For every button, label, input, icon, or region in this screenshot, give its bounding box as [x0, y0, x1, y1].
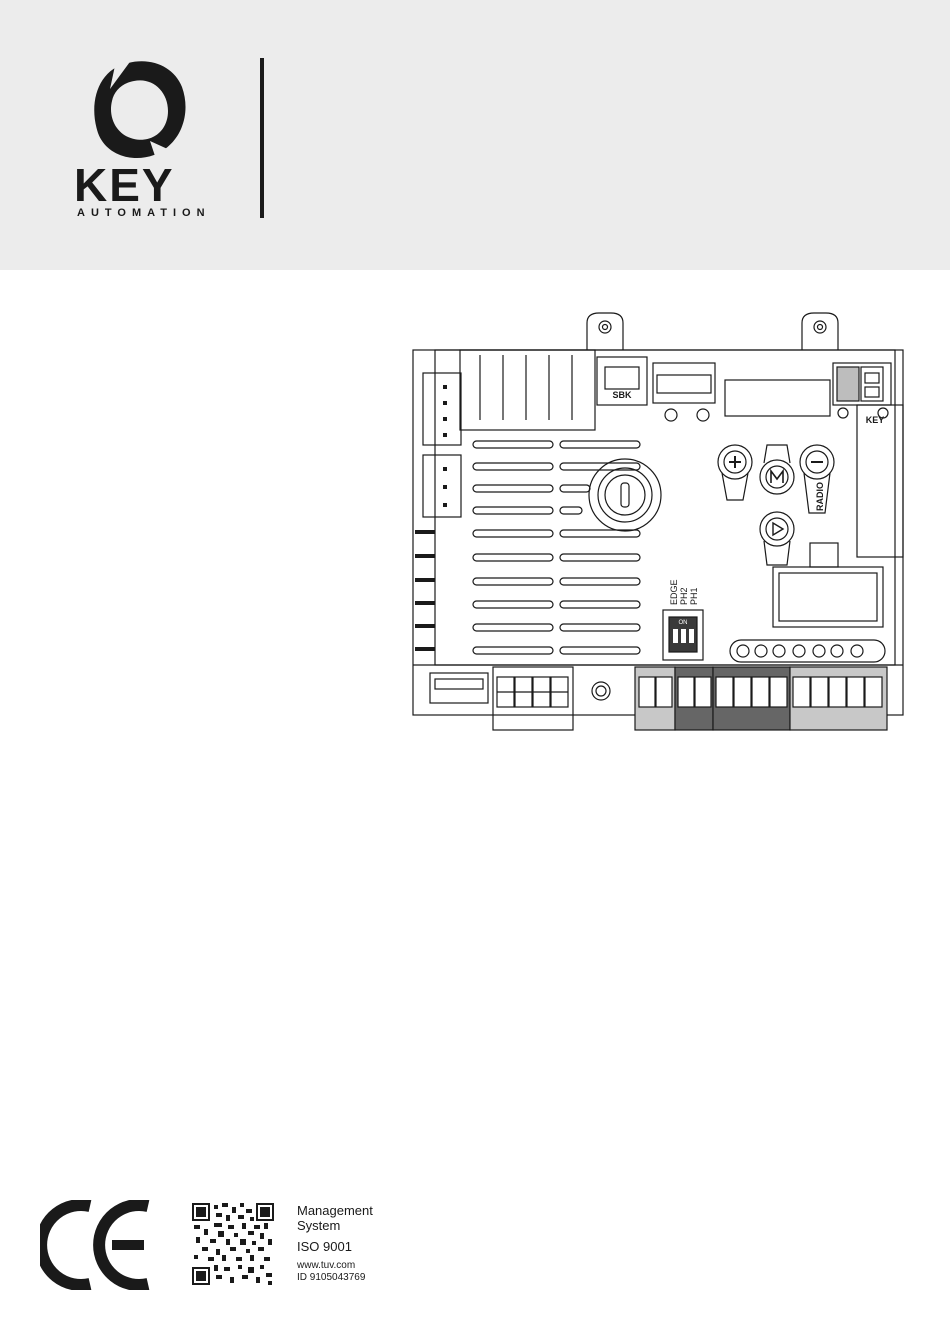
top-connector	[653, 363, 715, 421]
cert-line-iso: ISO 9001	[297, 1239, 373, 1254]
play-button-icon	[760, 512, 794, 565]
header-band: KEY AUTOMATION	[0, 0, 950, 270]
dip-edge-label: EDGE	[669, 579, 679, 605]
cert-id: ID 9105043769	[297, 1272, 373, 1284]
ce-mark-icon	[40, 1200, 155, 1290]
cert-line-management: Management	[297, 1203, 373, 1218]
certification-block: Management System ISO 9001 www.tuv.com I…	[297, 1203, 373, 1284]
heatsink-top	[460, 350, 595, 430]
brand-subtitle: AUTOMATION	[77, 207, 211, 219]
dip-switch	[663, 610, 703, 660]
sbk-label: SBK	[612, 390, 632, 400]
header-divider	[260, 58, 264, 218]
heatsink-slots	[473, 441, 640, 654]
dip-ph2-label: PH2	[679, 587, 689, 605]
qr-code-icon	[192, 1203, 274, 1285]
key-board-label: KEY	[866, 415, 885, 425]
led-row	[730, 640, 885, 662]
mounting-tab-left	[587, 313, 623, 350]
brand-name: KEY	[74, 158, 175, 212]
cert-line-system: System	[297, 1218, 373, 1233]
status-led	[810, 543, 838, 567]
menu-button-icon	[760, 445, 794, 494]
mounting-tab-right	[802, 313, 838, 350]
dip-ph1-label: PH1	[689, 587, 699, 605]
relay	[773, 567, 883, 627]
control-board-diagram: SBK KEY RADIO	[405, 305, 905, 735]
dip-on-label: ON	[679, 620, 688, 626]
power-terminal-block	[493, 667, 573, 730]
radio-module-slot	[725, 380, 830, 416]
antenna-terminal	[833, 363, 891, 418]
radio-label: RADIO	[815, 482, 825, 511]
io-terminal-block	[635, 667, 887, 730]
plus-button-icon	[718, 445, 752, 500]
bottom-left-connector	[430, 673, 488, 703]
cert-url: www.tuv.com	[297, 1260, 373, 1272]
